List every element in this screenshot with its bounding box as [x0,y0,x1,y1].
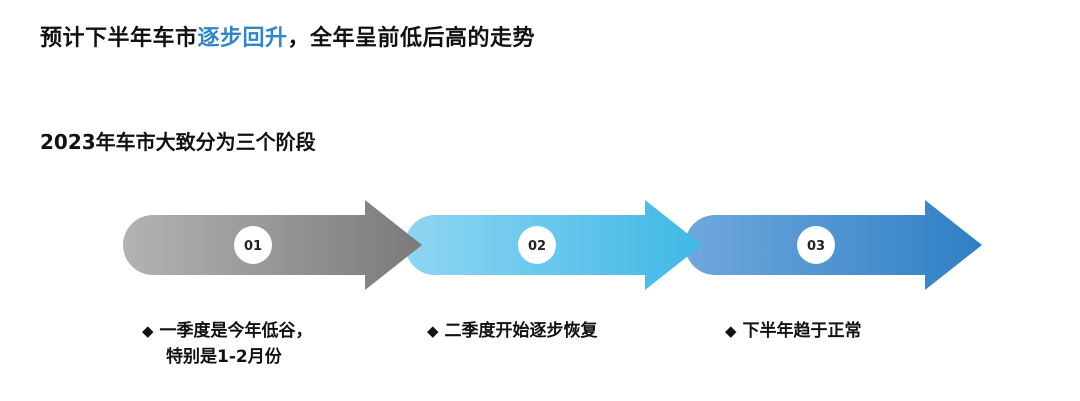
headline: 预计下半年车市逐步回升，全年呈前低后高的走势 [40,20,535,52]
stage-1-text-line2: 特别是1-2月份 [166,347,282,367]
diamond-bullet-icon: ◆ [142,322,154,340]
stage-3-number: 03 [807,239,825,254]
stage-1-arrow [123,200,422,290]
stage-2-text-line1: 二季度开始逐步恢复 [444,321,598,341]
diamond-bullet-icon: ◆ [427,322,439,340]
section-subtitle: 2023年车市大致分为三个阶段 [40,130,316,154]
stage-3-note: ◆ 下半年趋于正常 [725,318,862,344]
stage-1-text-line1: 一季度是今年低谷， [159,321,313,341]
stage-1-number: 01 [244,239,262,254]
stage-1-badge [234,226,272,264]
headline-part1: 预计下半年车市 [40,26,198,51]
stage-1-note: ◆ 一季度是今年低谷， 特别是1-2月份 [142,318,313,370]
diamond-bullet-icon: ◆ [725,322,737,340]
headline-highlight: 逐步回升 [197,26,288,51]
stage-3-badge [797,226,835,264]
headline-part2: ，全年呈前低后高的走势 [287,26,536,51]
stage-2-number: 02 [528,239,546,254]
stage-3-text-line1: 下半年趋于正常 [742,321,862,341]
stage-2-badge [518,226,556,264]
stage-2-note: ◆ 二季度开始逐步恢复 [427,318,598,344]
